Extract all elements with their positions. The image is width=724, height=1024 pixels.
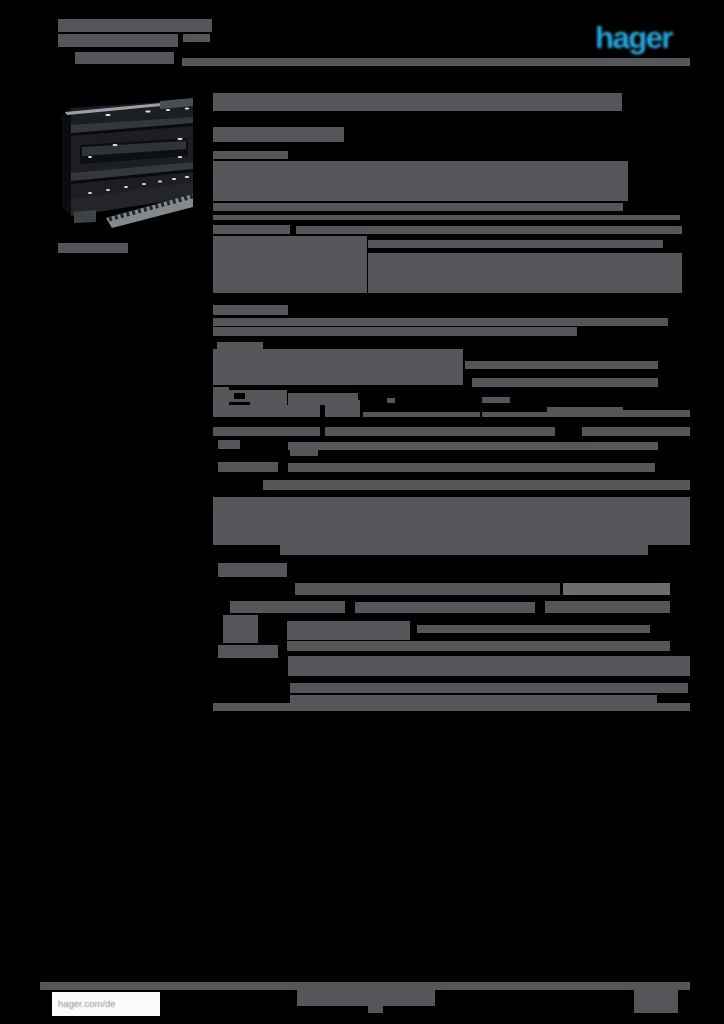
redacted-text-block [213, 203, 623, 211]
redacted-text-block [213, 305, 288, 315]
redacted-text-block [545, 601, 670, 613]
redacted-text-block [296, 226, 682, 234]
redacted-text-block [218, 462, 278, 472]
redacted-text-block [288, 442, 658, 450]
redacted-text-block [263, 480, 690, 490]
footer-website-text[interactable]: hager.com/de [58, 998, 116, 1010]
redacted-text-block [213, 161, 628, 201]
redacted-text-block [355, 602, 535, 613]
product-image [62, 98, 194, 228]
redacted-text-block [213, 236, 367, 293]
redacted-text-block [58, 34, 178, 47]
redacted-text-block [217, 342, 263, 349]
redacted-text-block [213, 151, 288, 159]
redacted-text-block [58, 243, 128, 253]
redacted-text-block [482, 397, 510, 403]
redacted-text-block [280, 545, 648, 555]
redacted-text-block [213, 497, 690, 545]
redacted-text-block [363, 412, 480, 417]
redacted-text-block [325, 427, 555, 436]
redacted-text-block [290, 449, 318, 456]
redacted-text-block [288, 656, 690, 676]
redacted-text-block [582, 427, 690, 436]
redacted-text-block [547, 407, 623, 417]
redacted-text-block [230, 601, 345, 613]
redacted-text-block [368, 1006, 383, 1013]
redacted-text-block [472, 378, 658, 387]
redacted-text-block [213, 127, 344, 142]
redacted-text-block [368, 253, 682, 293]
redacted-text-block [213, 318, 668, 326]
redacted-text-block [213, 225, 290, 234]
redacted-text-block [213, 405, 320, 417]
redacted-text-block [290, 695, 657, 703]
redacted-text-block [213, 427, 320, 436]
redacted-text-block [563, 583, 670, 595]
redacted-text-block [325, 400, 360, 417]
redacted-text-block [183, 34, 210, 42]
redacted-text-block [288, 463, 655, 472]
redacted-text-block [387, 398, 395, 403]
redacted-text-block [297, 990, 435, 1006]
redacted-text-block [290, 683, 688, 693]
redacted-text-block [75, 52, 174, 64]
redacted-text-block [40, 982, 690, 990]
redacted-text-block [368, 240, 663, 248]
hager-logo: hager [595, 20, 673, 55]
footer-website-box[interactable]: hager.com/de [52, 992, 160, 1016]
redacted-text-block [417, 625, 650, 633]
redacted-text-block [482, 412, 547, 417]
redacted-text-block [223, 615, 258, 643]
redacted-text-block [634, 990, 678, 1013]
redacted-text-block [213, 215, 680, 220]
redacted-text-block [295, 583, 560, 595]
redacted-text-block [465, 361, 658, 369]
redacted-text-block [218, 645, 278, 658]
redacted-text-block [218, 563, 287, 577]
redacted-text-block [287, 621, 410, 640]
redacted-text-block [213, 93, 622, 111]
redacted-text-block [623, 410, 690, 417]
redacted-text-block [287, 641, 670, 651]
redacted-text-block [58, 19, 212, 32]
redacted-text-block [213, 703, 690, 711]
redacted-text-block [182, 58, 690, 66]
redacted-text-block [234, 393, 245, 399]
redacted-text-block [213, 349, 463, 385]
redacted-text-block [218, 440, 240, 449]
redacted-text-block [213, 327, 577, 336]
